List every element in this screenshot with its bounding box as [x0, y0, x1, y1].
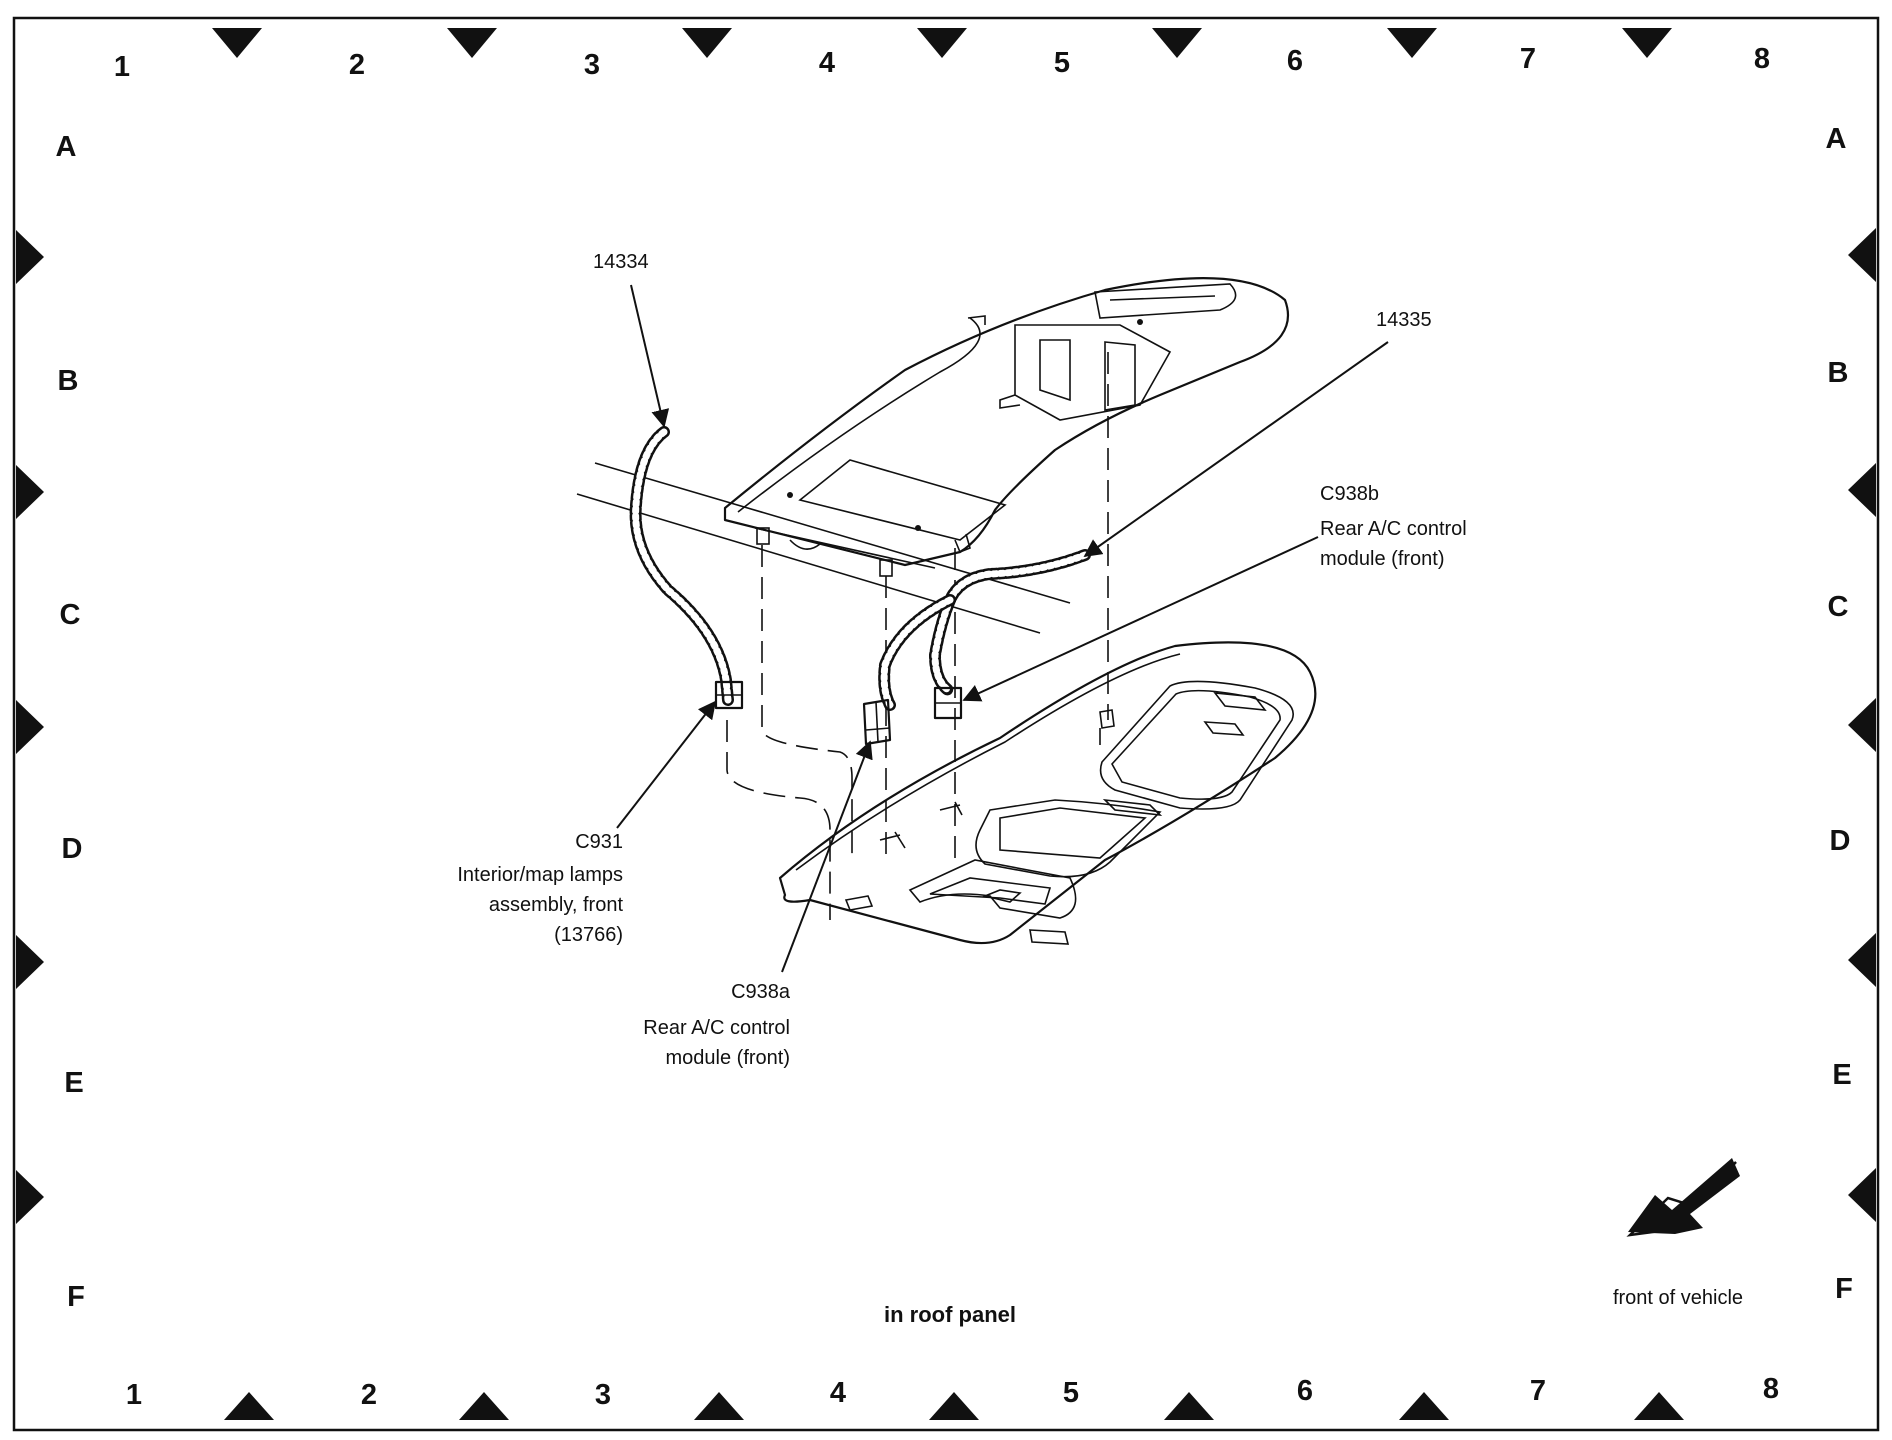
harness-14334	[629, 426, 734, 706]
column-label-1: 1	[114, 51, 130, 83]
column-label-6: 6	[1287, 45, 1303, 77]
connector-desc-c931-line2: assembly, front	[489, 894, 624, 916]
diagram-caption: in roof panel	[884, 1302, 1016, 1327]
callout-c938b: C938b Rear A/C control module (front)	[1320, 483, 1467, 570]
connector-code-c938a: C938a	[731, 981, 791, 1003]
column-label-7: 7	[1530, 1375, 1546, 1407]
row-label-f: F	[1835, 1273, 1853, 1305]
overhead-console	[778, 641, 1317, 945]
column-label-8: 8	[1754, 43, 1770, 75]
zone-markers-top	[212, 28, 1672, 58]
column-label-3: 3	[595, 1379, 611, 1411]
row-label-c: C	[1828, 591, 1849, 623]
column-label-3: 3	[584, 49, 600, 81]
zone-markers-bottom	[224, 1392, 1684, 1420]
page-border	[12, 16, 1880, 1432]
connector-desc-c938b-line2: module (front)	[1320, 548, 1445, 570]
row-label-f: F	[67, 1281, 85, 1313]
row-label-a: A	[1826, 123, 1847, 155]
column-labels-bottom: 1 2 3 4 5 6 7 8	[126, 1373, 1779, 1411]
connector-desc-c938a-line2: module (front)	[666, 1047, 791, 1069]
row-label-b: B	[1828, 357, 1849, 389]
harness-label-14335: 14335	[1376, 309, 1432, 331]
row-label-d: D	[62, 833, 83, 865]
roof-panel	[576, 277, 1290, 634]
column-label-5: 5	[1063, 1377, 1079, 1409]
connector-c938a	[862, 698, 892, 746]
connector-c938b	[933, 686, 963, 720]
row-labels-left: A B C D E F	[56, 131, 85, 1313]
harness-label-14334: 14334	[593, 251, 649, 273]
leader-lines	[616, 284, 1389, 973]
column-label-4: 4	[819, 47, 835, 79]
connector-code-c931: C931	[575, 831, 623, 853]
column-label-6: 6	[1297, 1375, 1313, 1407]
zone-markers-right	[1848, 228, 1876, 1222]
column-labels-top: 1 2 3 4 5 6 7 8	[114, 43, 1770, 83]
row-labels-right: A B C D E F	[1826, 123, 1853, 1305]
alignment-lines	[726, 352, 1109, 920]
column-label-5: 5	[1054, 47, 1070, 79]
row-label-e: E	[64, 1067, 83, 1099]
connector-code-c938b: C938b	[1320, 483, 1379, 505]
harness-14335	[878, 549, 1091, 711]
callout-c938a: C938a Rear A/C control module (front)	[643, 981, 791, 1069]
column-label-2: 2	[349, 49, 365, 81]
column-label-2: 2	[361, 1379, 377, 1411]
column-label-7: 7	[1520, 43, 1536, 75]
row-label-b: B	[58, 365, 79, 397]
zone-markers-left	[16, 230, 44, 1224]
callout-c931: C931 Interior/map lamps assembly, front …	[457, 831, 623, 946]
row-label-a: A	[56, 131, 77, 163]
connector-desc-c938b-line1: Rear A/C control	[1320, 518, 1467, 540]
row-label-d: D	[1830, 825, 1851, 857]
connector-desc-c938a-line1: Rear A/C control	[643, 1017, 790, 1039]
row-label-e: E	[1832, 1059, 1851, 1091]
column-label-1: 1	[126, 1379, 142, 1411]
column-label-4: 4	[830, 1377, 846, 1409]
orientation-label: front of vehicle	[1613, 1287, 1743, 1309]
connector-desc-c931-line3: (13766)	[554, 924, 623, 946]
front-arrow-icon	[1626, 1158, 1740, 1237]
connector-desc-c931-line1: Interior/map lamps	[457, 864, 623, 886]
row-label-c: C	[60, 599, 81, 631]
connector-c931	[714, 680, 744, 710]
column-label-8: 8	[1763, 1373, 1779, 1405]
